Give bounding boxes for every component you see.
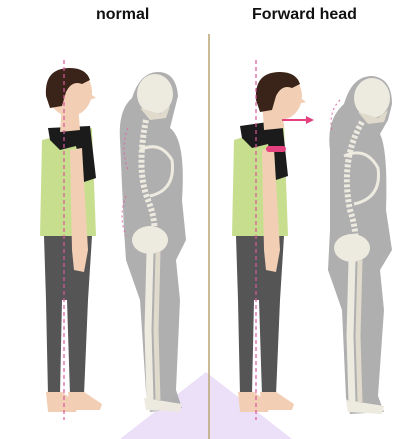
normal-person-figure [40,68,102,412]
shoulder-marker [266,146,286,152]
forward-head-person-figure [232,72,306,412]
normal-skeleton-figure [120,72,186,412]
forward-head-skeleton-figure [328,76,392,414]
